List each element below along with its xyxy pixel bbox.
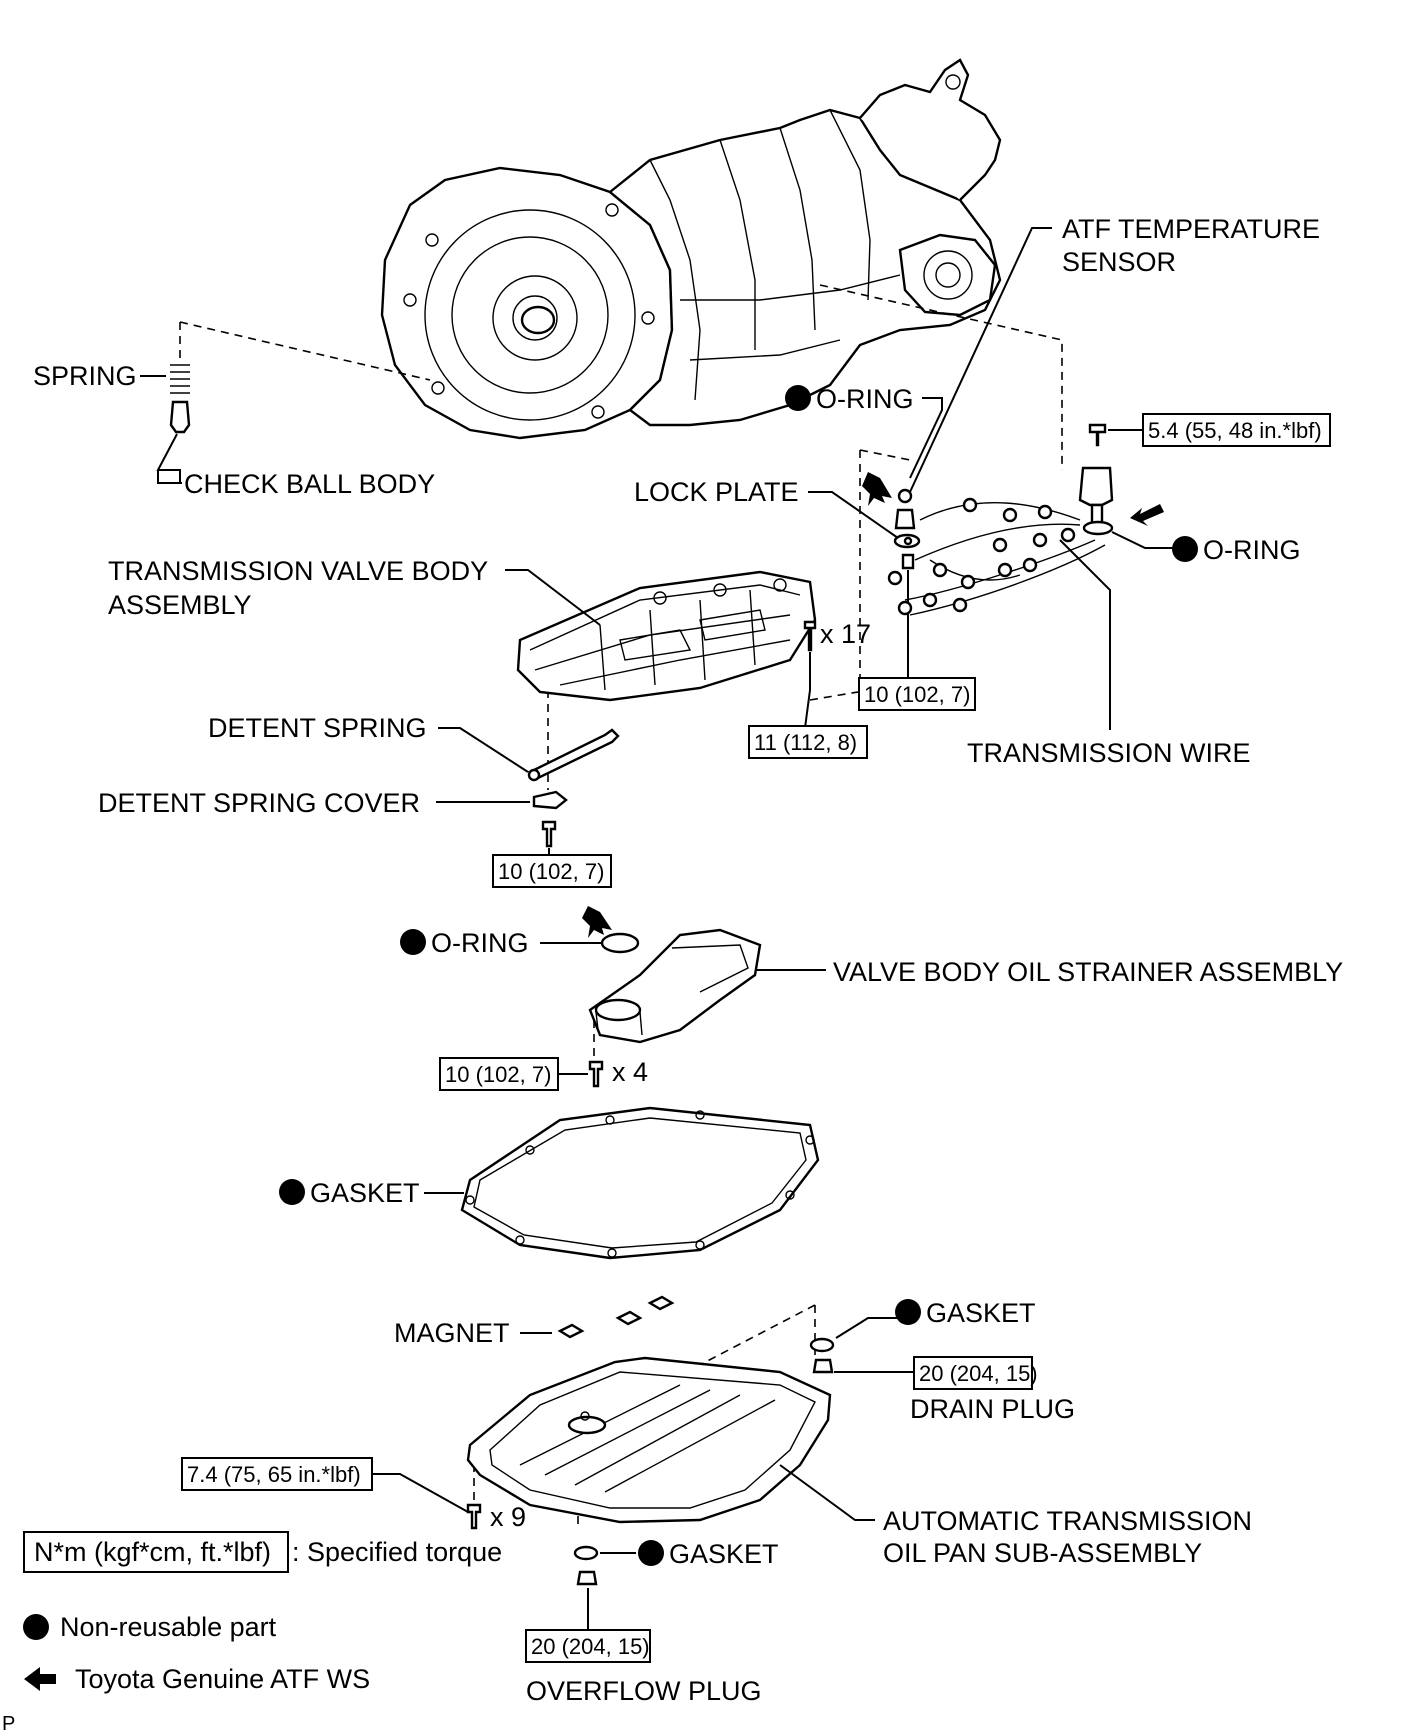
drain-plug-torque: 20 (204, 15) DRAIN PLUG — [834, 1356, 1075, 1424]
lock-plate-torque-value: 10 (102, 7) — [864, 682, 970, 707]
legend-torque-box — [23, 1531, 289, 1573]
pan-gasket-label: GASKET — [310, 1178, 420, 1208]
oil-pan-bolts-quantity: x 9 — [490, 1502, 526, 1532]
overflow-plug-part — [576, 1570, 598, 1586]
valve-body-oil-strainer-part — [588, 928, 762, 1044]
legend-non-reusable: Non-reusable part — [60, 1612, 277, 1642]
lock-plate-bolt-torque: 10 (102, 7) — [858, 570, 976, 711]
transmission-case-drawing — [380, 58, 1002, 440]
detent-cover-torque-value: 10 (102, 7) — [498, 859, 604, 884]
drain-gasket-label: GASKET — [926, 1298, 1036, 1328]
drain-plug-part — [812, 1358, 834, 1374]
legend-torque-desc: : Specified torque — [292, 1537, 502, 1567]
overflow-plug-torque: 20 (204, 15) OVERFLOW PLUG — [525, 1588, 762, 1706]
atf-arrow-icon — [1130, 504, 1164, 526]
atf-arrow-icon — [582, 906, 612, 938]
check-ball-body-part — [169, 400, 191, 434]
detent-spring-label: DETENT SPRING — [208, 713, 427, 743]
detent-spring-part — [527, 728, 620, 782]
magnet-callout: MAGNET — [394, 1318, 552, 1348]
drain-plug-torque-value: 20 (204, 15) — [919, 1361, 1038, 1386]
overflow-plug-torque-value: 20 (204, 15) — [531, 1634, 650, 1659]
non-reusable-dot-icon — [785, 385, 811, 411]
detent-spring-cover-part — [532, 790, 568, 810]
oil-pan-bolts-torque-value: 7.4 (75, 65 in.*lbf) — [187, 1462, 361, 1487]
atf-arrow-strainer — [582, 906, 612, 938]
atf-arrow-icon — [862, 472, 892, 506]
pan-gasket-callout: GASKET — [279, 1178, 464, 1208]
transmission-valve-body-label-2: ASSEMBLY — [108, 590, 252, 620]
page-mark: P — [2, 1713, 15, 1734]
lock-plate-label: LOCK PLATE — [634, 477, 799, 507]
check-ball-body-leader: CHECK BALL BODY — [156, 433, 435, 499]
spring-label: SPRING — [33, 361, 137, 391]
detent-spring-cover-callout: DETENT SPRING COVER — [98, 788, 530, 818]
atf-temperature-sensor-part — [1078, 423, 1114, 536]
strainer-callout: VALVE BODY OIL STRAINER ASSEMBLY — [757, 957, 1343, 987]
drain-gasket-callout: GASKET — [809, 1298, 1036, 1353]
overflow-gasket-label: GASKET — [669, 1539, 779, 1569]
magnets-part — [557, 1295, 675, 1339]
transmission-wire-label: TRANSMISSION WIRE — [967, 738, 1251, 768]
check-ball-body-label: CHECK BALL BODY — [184, 469, 435, 499]
atf-temperature-sensor-label-2: SENSOR — [1062, 247, 1176, 277]
detent-spring-callout: DETENT SPRING — [208, 713, 529, 773]
valve-body-bolts-torque-value: 11 (112, 8) — [754, 730, 857, 755]
pan-gasket-part — [460, 1106, 820, 1260]
spring-part — [170, 364, 190, 394]
transmission-wire-part — [887, 497, 1106, 616]
atf-temperature-sensor-callout: ATF TEMPERATURE SENSOR — [909, 214, 1320, 493]
atf-arrow-right — [1130, 504, 1164, 526]
strainer-bolts-quantity: x 4 — [612, 1057, 648, 1087]
valve-body-bolts: x 17 11 (112, 8) — [748, 619, 871, 759]
strainer-bolts-torque-value: 10 (102, 7) — [445, 1062, 551, 1087]
non-reusable-dot-icon — [400, 929, 426, 955]
non-reusable-dot-icon — [23, 1614, 49, 1640]
atf-arrow-icon — [24, 1667, 56, 1691]
sensor-o-ring-parts — [893, 488, 921, 570]
oil-pan-label-1: AUTOMATIC TRANSMISSION — [883, 1506, 1252, 1536]
non-reusable-dot-icon — [1172, 536, 1198, 562]
o-ring-upper-label: O-RING — [816, 384, 914, 414]
valve-body-callout: TRANSMISSION VALVE BODY ASSEMBLY — [108, 556, 601, 626]
oil-pan-part — [466, 1356, 832, 1524]
strainer-o-ring-callout: O-RING — [400, 928, 640, 958]
o-ring-upper-callout: O-RING — [785, 384, 943, 479]
legend-torque-unit: N*m (kgf*cm, ft.*lbf) — [34, 1537, 271, 1567]
sensor-bolt-torque: 5.4 (55, 48 in.*lbf) — [1108, 413, 1331, 447]
overflow-plug-label: OVERFLOW PLUG — [526, 1676, 762, 1706]
non-reusable-dot-icon — [638, 1540, 664, 1566]
lock-plate-callout: LOCK PLATE — [634, 477, 899, 539]
overflow-gasket-callout: GASKET — [573, 1539, 779, 1569]
valve-body-bolts-quantity: x 17 — [820, 619, 871, 649]
o-ring-right-label: O-RING — [1203, 535, 1301, 565]
transmission-wire-callout: TRANSMISSION WIRE — [967, 539, 1251, 768]
legend-atf: Toyota Genuine ATF WS — [75, 1664, 370, 1694]
strainer-bolts: 10 (102, 7) x 4 — [439, 1057, 648, 1091]
oil-pan-label-2: OIL PAN SUB-ASSEMBLY — [883, 1538, 1202, 1568]
atf-temperature-sensor-label-1: ATF TEMPERATURE — [1062, 214, 1320, 244]
detent-cover-bolt: 10 (102, 7) — [492, 820, 612, 888]
oil-pan-callout: AUTOMATIC TRANSMISSION OIL PAN SUB-ASSEM… — [779, 1464, 1252, 1568]
non-reusable-dot-icon — [279, 1179, 305, 1205]
oil-pan-bolts: 7.4 (75, 65 in.*lbf) x 9 — [181, 1457, 526, 1532]
sensor-bolt-torque-value: 5.4 (55, 48 in.*lbf) — [1148, 418, 1322, 443]
valve-body-oil-strainer-label: VALVE BODY OIL STRAINER ASSEMBLY — [833, 957, 1343, 987]
strainer-o-ring-label: O-RING — [431, 928, 529, 958]
atf-arrow-upper — [862, 472, 892, 506]
magnet-label: MAGNET — [394, 1318, 510, 1348]
non-reusable-dot-icon — [895, 1299, 921, 1325]
transmission-valve-body-part — [516, 570, 817, 702]
o-ring-right-callout: O-RING — [1111, 531, 1301, 565]
drain-plug-label: DRAIN PLUG — [910, 1394, 1075, 1424]
legend: N*m (kgf*cm, ft.*lbf) : Specified torque… — [23, 1531, 502, 1694]
spring-leader: SPRING — [33, 361, 166, 391]
transmission-valve-body-label-1: TRANSMISSION VALVE BODY — [108, 556, 488, 586]
detent-spring-cover-label: DETENT SPRING COVER — [98, 788, 420, 818]
